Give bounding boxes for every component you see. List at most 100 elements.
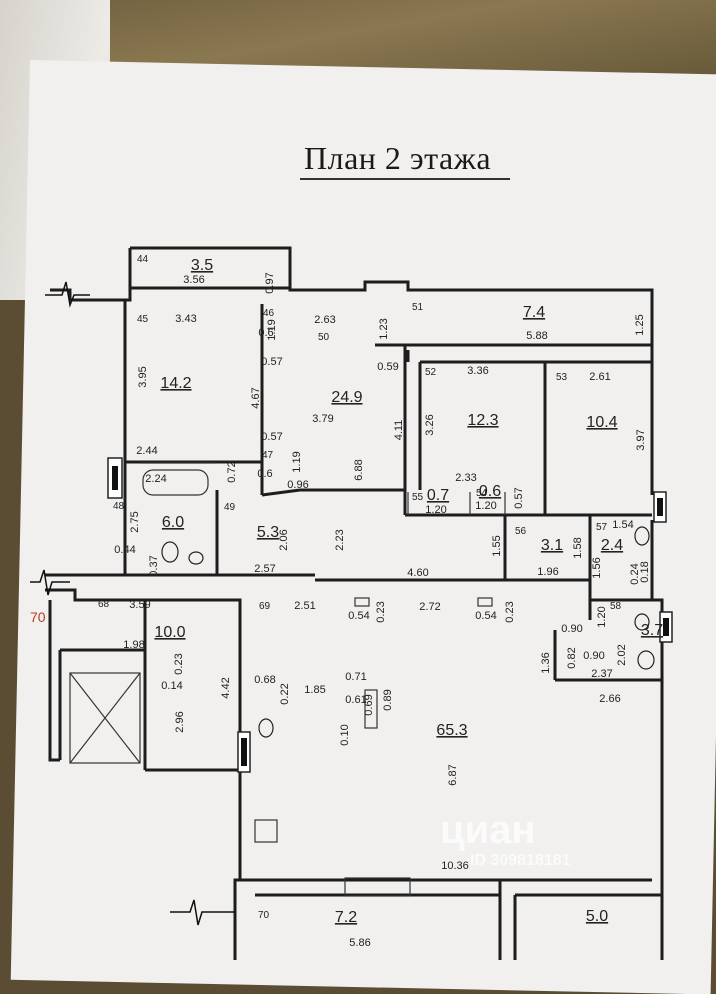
dimension-label: 2.75 <box>129 511 141 532</box>
margin-marker: 70 <box>30 609 46 625</box>
dimension-label: 2.63 <box>314 314 335 326</box>
room-area: 5.3 <box>257 524 279 541</box>
room-area: 0.6 <box>479 483 501 500</box>
dimension-label: 0.54 <box>475 610 496 622</box>
dimension-label: 1.55 <box>491 535 503 556</box>
dimension-label: 0.57 <box>261 356 282 368</box>
room-number: 58 <box>610 601 622 612</box>
room-area: 12.3 <box>467 412 498 429</box>
room-number: 57 <box>596 522 608 533</box>
room-area: 3.7 <box>641 622 663 639</box>
dimension-label: 0.61 <box>345 694 366 706</box>
dimension-label: 3.36 <box>467 365 488 377</box>
room-area: 6.0 <box>162 514 184 531</box>
room-area: 10.4 <box>586 414 617 431</box>
dimension-label: 0.68 <box>254 674 275 686</box>
dimension-label: 2.44 <box>136 445 157 457</box>
dimension-label: 1.20 <box>425 504 446 516</box>
dimension-label: 1.54 <box>612 519 633 531</box>
dimension-label: 0.97 <box>264 272 276 293</box>
dimension-label: 0.59 <box>377 361 398 373</box>
room-number: 44 <box>137 254 149 265</box>
dimension-label: 1.23 <box>378 318 390 339</box>
dimension-label: 2.24 <box>145 473 166 485</box>
dimension-label: 3.43 <box>175 313 196 325</box>
dimension-label: 0.44 <box>114 544 135 556</box>
dimension-label: 3.95 <box>137 366 149 387</box>
dimension-label: 0.37 <box>148 555 160 576</box>
dimension-label: 0.90 <box>561 623 582 635</box>
page-title: План 2 этажа <box>304 140 492 176</box>
dimension-label: 6.87 <box>447 764 459 785</box>
dimension-label: 2.02 <box>616 644 628 665</box>
corridor-dimension: 4.60 <box>407 567 428 579</box>
dimension-label: 0.89 <box>382 689 394 710</box>
dimension-label: 3.56 <box>183 274 204 286</box>
room-area: 5.0 <box>586 908 608 925</box>
dimension-label: 1.19 <box>266 319 278 340</box>
room-area: 3.1 <box>541 537 563 554</box>
room-number: 45 <box>137 314 149 325</box>
dimension-label: 0.22 <box>279 683 291 704</box>
dimension-label: 3.26 <box>424 414 436 435</box>
title-underline <box>300 178 510 180</box>
dimension-label: 0.23 <box>173 653 185 674</box>
dimension-label: 0.90 <box>583 650 604 662</box>
dimension-label: 0.96 <box>287 479 308 491</box>
dimension-label: 0.57 <box>513 487 525 508</box>
dimension-label: 5.86 <box>349 937 370 949</box>
dimension-label: 1.98 <box>123 639 144 651</box>
dimension-label: 0.54 <box>348 610 369 622</box>
dimension-label: 2.33 <box>455 472 476 484</box>
dimension-label: 3.79 <box>312 413 333 425</box>
room-number: 51 <box>412 302 424 313</box>
dimension-label: 4.11 <box>393 420 405 441</box>
room-area: 0.7 <box>427 487 449 504</box>
dimension-label: 2.61 <box>589 371 610 383</box>
watermark-id: ID 309818181 <box>470 852 571 869</box>
room-area: 7.2 <box>335 909 357 926</box>
dimension-label: 1.20 <box>596 606 608 627</box>
dimension-label: 0.57 <box>261 431 282 443</box>
room-area: 14.2 <box>160 375 191 392</box>
dimension-label: 0.71 <box>345 671 366 683</box>
room-number: 69 <box>259 601 271 612</box>
dimension-label: 1.25 <box>634 314 646 335</box>
dimension-label: 4.42 <box>220 677 232 698</box>
room-number: 56 <box>515 526 527 537</box>
room-number: 49 <box>224 502 236 513</box>
dimension-label: 0.23 <box>375 601 387 622</box>
room-number: 68 <box>98 599 110 610</box>
dimension-label: 0.14 <box>161 680 182 692</box>
dimension-label: 2.06 <box>278 529 290 550</box>
room-number: 50 <box>318 332 330 343</box>
watermark-brand: циан <box>440 808 536 852</box>
dimension-label: 0.6 <box>258 327 273 339</box>
dimension-label: 1.36 <box>540 652 552 673</box>
room-number: 53 <box>556 372 568 383</box>
room-number: 52 <box>425 367 437 378</box>
dimension-label: 6.88 <box>353 459 365 480</box>
dimension-label: 1.56 <box>591 557 603 578</box>
dimension-label: 0.82 <box>566 647 578 668</box>
dimension-label: 3.97 <box>635 429 647 450</box>
room-area: 3.5 <box>191 257 213 274</box>
room-number: 48 <box>113 501 125 512</box>
dimension-label: 3.59 <box>129 599 150 611</box>
room-number: 47 <box>262 450 274 461</box>
dimension-label: 4.67 <box>250 387 262 408</box>
dimension-label: 2.66 <box>599 693 620 705</box>
dimension-label: 10.36 <box>441 860 469 872</box>
room-number: 55 <box>412 492 424 503</box>
dimension-label: 2.96 <box>174 711 186 732</box>
dimension-label: 1.20 <box>475 500 496 512</box>
dimension-label: 1.96 <box>537 566 558 578</box>
dimension-label: 0.24 <box>629 563 641 584</box>
room-number: 70 <box>258 910 270 921</box>
room-area: 65.3 <box>436 722 467 739</box>
room-area: 2.4 <box>601 537 623 554</box>
dimension-label: 0.23 <box>504 601 516 622</box>
dimension-label: 5.88 <box>526 330 547 342</box>
room-area: 24.9 <box>331 389 362 406</box>
dimension-label: 2.23 <box>334 529 346 550</box>
